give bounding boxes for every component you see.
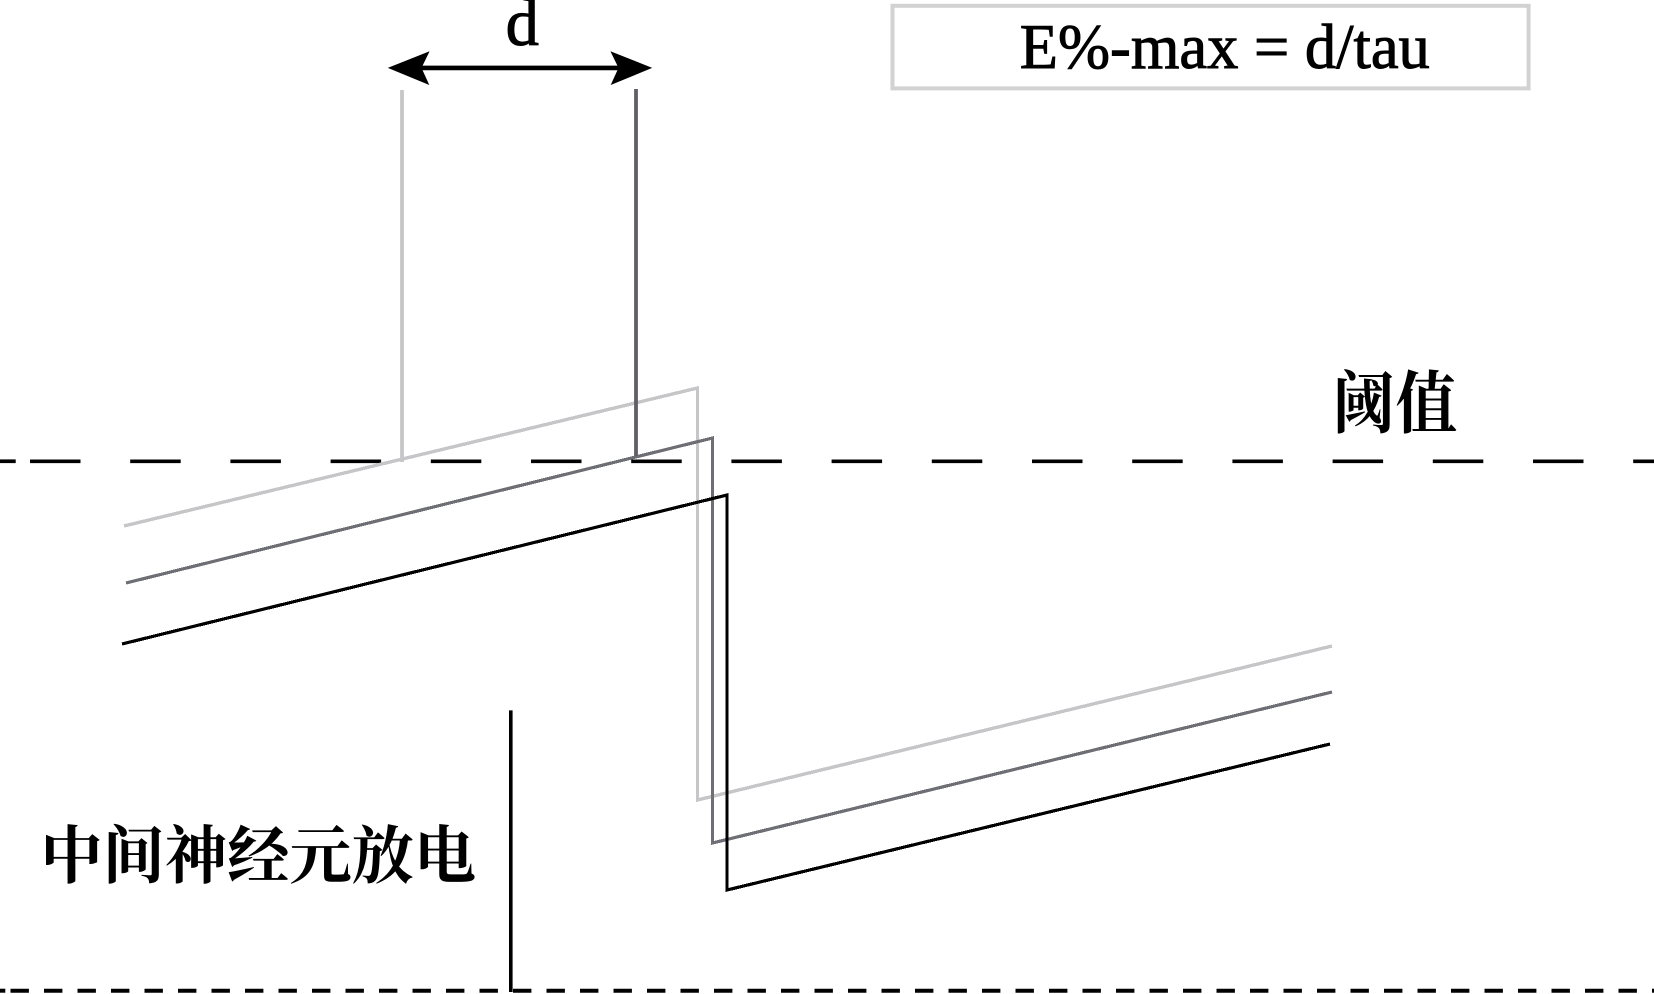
svg-text:d: d <box>506 0 539 60</box>
svg-text:E%-max = d/tau: E%-max = d/tau <box>1020 11 1430 82</box>
